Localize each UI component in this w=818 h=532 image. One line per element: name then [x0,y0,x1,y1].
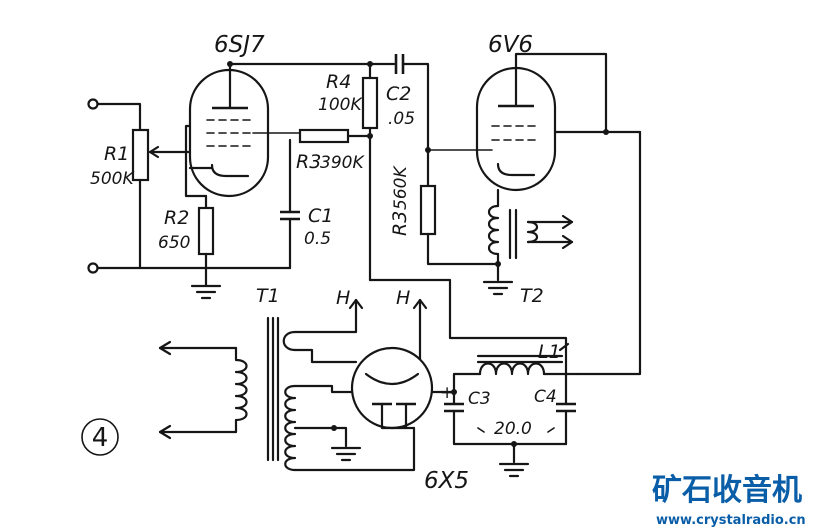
r5-name-label: R3 [389,211,411,236]
plate-supply-rail [227,61,373,67]
tube-6x5-rectifier [350,346,457,430]
filter-value-label: 20.0 [494,419,532,439]
r2-name-label: R2 [164,207,189,229]
r4-value-label: 100K [318,95,363,115]
b-plus-return [368,130,642,376]
r5-value-label: 560K [391,165,411,210]
c4-name-label: C4 [534,387,557,407]
choke-l1 [452,342,580,394]
input-terminals [87,98,292,274]
c2-name-label: C2 [386,83,411,105]
resistor-r2-cathode [197,194,215,287]
resistor-r4-plate-load [361,62,379,282]
watermark-logo: 矿石收音机 [652,473,802,508]
r2-value-label: 650 [158,233,190,253]
tube-6sj7 [184,62,301,198]
input-arrows-t1 [158,340,172,440]
c1-name-label: C1 [308,205,333,227]
t2-label: T2 [520,285,544,307]
c2-value-label: .05 [388,109,415,129]
tube-6x5-label: 6X5 [424,468,469,494]
c3-name-label: C3 [468,389,491,409]
heater-terminal-label-2: H [396,287,410,309]
tube-6v6-label: 6V6 [488,32,533,58]
capacitor-c1 [280,138,300,270]
ground-t1-stage [190,284,222,300]
figure-number-circle [81,418,119,456]
c3-polarity-label: + [440,383,454,403]
watermark-url: www.crystalradio.cn [656,513,806,528]
ground-filter [498,441,530,478]
ground-t2-stage [482,262,514,296]
c1-value-label: 0.5 [304,229,331,249]
input-terminal-bottom[interactable] [87,262,99,274]
r3-value-label: 390K [320,153,365,173]
resistor-r5-grid-leak [419,148,497,266]
r4-name-label: R4 [326,71,351,93]
capacitor-c4-filter [477,372,576,446]
capacitor-c3-filter [444,390,568,446]
ground-power [330,426,362,462]
r1-name-label: R1 [104,143,129,165]
r3-name-label: R3 [296,151,321,173]
heater-terminal-label-1: H [336,287,350,309]
resistor-r3-screen [298,128,372,144]
tube-6sj7-label: 6SJ7 [214,32,265,58]
transformer-t1-power [158,310,416,472]
input-terminal-top[interactable] [87,98,99,110]
transformer-t2-output [487,204,574,267]
t1-label: T1 [256,285,280,307]
capacitor-c2-coupling [368,54,431,153]
r1-value-label: 500K [90,169,135,189]
l1-label: L1 [538,341,561,363]
figure-number: 4 [92,423,109,453]
tube-6v6 [427,52,642,208]
resistor-r1-potentiometer [131,128,192,270]
